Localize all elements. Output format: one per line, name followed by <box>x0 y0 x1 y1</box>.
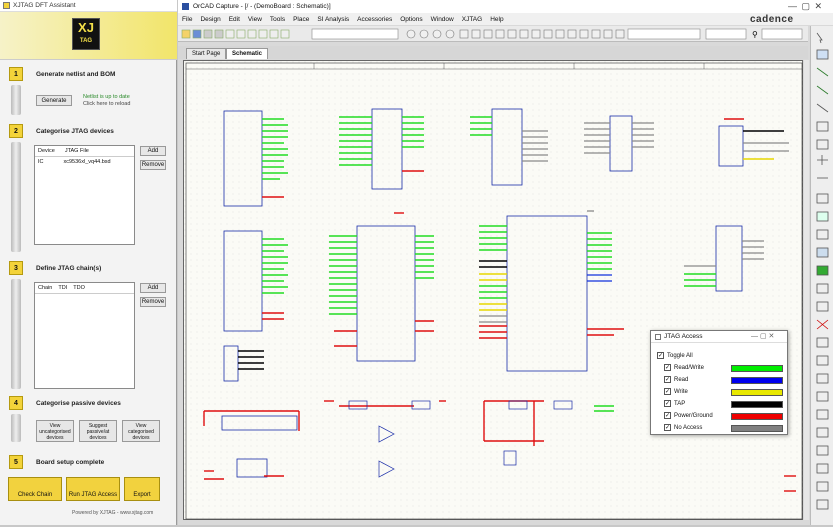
orcad-window-title: OrCAD Capture - [/ - (DemoBoard : Schema… <box>193 3 331 10</box>
ic-block-u1 <box>221 108 744 478</box>
menu-item-place[interactable]: Place <box>293 15 310 23</box>
menu-item-help[interactable]: Help <box>490 15 504 23</box>
check-icon: ✓ <box>664 364 671 371</box>
check-icon: ✓ <box>664 412 671 419</box>
xjtag-dft-assistant-panel: XJTAG DFT Assistant XJ TAG 1 Generate ne… <box>0 0 177 525</box>
jtag-devices-list[interactable]: Device JTAG File IC xc9536xl_vq44.bsd <box>34 145 135 245</box>
run-jtag-access-button[interactable]: Run JTAG Access <box>66 477 120 501</box>
check-icon: ✓ <box>664 424 671 431</box>
step2-title: Categorise JTAG devices <box>36 128 114 135</box>
tab-schematic[interactable]: Schematic <box>226 48 269 59</box>
step3-title: Define JTAG chain(s) <box>36 265 102 272</box>
menu-item-si-analysis[interactable]: SI Analysis <box>317 15 350 23</box>
step5-number: 5 <box>9 455 23 469</box>
orcad-app-icon <box>182 3 189 10</box>
cadence-logo: cadence <box>750 14 794 25</box>
access-row-read-write[interactable]: ✓Read/Write <box>664 364 704 371</box>
jtag-dialog-icon <box>655 333 661 340</box>
right-palette-toolbar <box>810 26 833 525</box>
jtag-dialog-title-bar: JTAG Access <box>651 331 787 343</box>
footer-text: Powered by XJTAG - www.xjtag.com <box>72 510 154 516</box>
remove-device-button[interactable]: Remove <box>140 160 166 170</box>
xjtag-window-title: XJTAG DFT Assistant <box>13 2 76 9</box>
device-column-header: Device <box>38 148 55 154</box>
check-icon: ✓ <box>664 388 671 395</box>
access-row-power-ground[interactable]: ✓Power/Ground <box>664 412 713 419</box>
no-access-swatch <box>731 425 783 432</box>
menu-item-window[interactable]: Window <box>430 15 454 23</box>
check-icon: ✓ <box>664 376 671 383</box>
xjtag-logo: XJ TAG <box>72 18 100 50</box>
check-icon: ✓ <box>664 400 671 407</box>
jtag-access-dialog: JTAG Access — ▢ ✕ ✓Toggle All ✓Read/Writ… <box>650 330 788 435</box>
read-write-swatch <box>731 365 783 372</box>
schematic-canvas[interactable] <box>183 60 804 521</box>
add-device-button[interactable]: Add <box>140 146 166 156</box>
vertical-scrollbar[interactable] <box>804 60 809 520</box>
chain-column-header: Chain <box>38 285 53 291</box>
app-icon <box>3 2 10 9</box>
power-ground-swatch <box>731 413 783 420</box>
menu-item-accessories[interactable]: Accessories <box>357 15 393 23</box>
step1-number: 1 <box>9 67 23 81</box>
xjtag-title-bar: XJTAG DFT Assistant <box>0 0 177 12</box>
write-swatch <box>731 389 783 396</box>
step4-number: 4 <box>9 396 23 410</box>
export-button[interactable]: Export <box>124 477 160 501</box>
jtag-file-column-header: JTAG File <box>64 148 89 154</box>
menu-item-edit[interactable]: Edit <box>228 15 240 23</box>
tdi-column-header: TDI <box>58 285 68 291</box>
tab-start-page[interactable]: Start Page <box>186 48 227 59</box>
menu-item-view[interactable]: View <box>247 15 262 23</box>
remove-chain-button[interactable]: Remove <box>140 297 166 307</box>
access-row-tap[interactable]: ✓TAP <box>664 400 686 407</box>
menu-item-options[interactable]: Options <box>400 15 423 23</box>
menu-bar: File Design Edit View Tools Place SI Ana… <box>178 13 833 25</box>
toggle-all-checkbox[interactable]: ✓Toggle All <box>657 352 693 359</box>
check-chain-button[interactable]: Check Chain <box>8 477 62 501</box>
access-row-write[interactable]: ✓Write <box>664 388 688 395</box>
step2-number: 2 <box>9 124 23 138</box>
step3-number: 3 <box>9 261 23 275</box>
tdo-column-header: TDO <box>73 285 85 291</box>
access-row-no-access[interactable]: ✓No Access <box>664 424 703 431</box>
view-uncategorised-button[interactable]: View uncategorised devices <box>36 420 74 442</box>
document-tabs: Start Page Schematic <box>178 46 808 59</box>
main-toolbar: ⚲ <box>178 26 808 42</box>
generate-button[interactable]: Generate <box>36 95 72 106</box>
step5-title: Board setup complete <box>36 459 105 466</box>
suggest-passive-button[interactable]: Suggest passive/at devices <box>79 420 117 442</box>
xjtag-banner: XJ TAG <box>0 12 177 60</box>
step4-title: Categorise passive devices <box>36 400 121 407</box>
window-controls-icon[interactable]: — ▢ ✕ <box>788 1 824 11</box>
orcad-window: OrCAD Capture - [/ - (DemoBoard : Schema… <box>178 0 833 525</box>
list-item[interactable]: IC xc9536xl_vq44.bsd <box>38 159 111 165</box>
netlist-status: Netlist is up to date <box>83 94 130 100</box>
read-swatch <box>731 377 783 384</box>
schematic-drawing <box>184 61 804 521</box>
step4-arrow-icon <box>11 414 21 442</box>
reload-link[interactable]: Click here to reload <box>83 101 131 107</box>
add-chain-button[interactable]: Add <box>140 283 166 293</box>
tap-swatch <box>731 401 783 408</box>
menu-item-design[interactable]: Design <box>200 15 221 23</box>
step1-arrow-icon <box>11 85 21 115</box>
access-row-read[interactable]: ✓Read <box>664 376 689 383</box>
toolbar-icons[interactable]: ⚲ <box>178 26 808 42</box>
step1-title: Generate netlist and BOM <box>36 71 116 78</box>
menu-item-tools[interactable]: Tools <box>269 15 286 23</box>
check-icon: ✓ <box>657 352 664 359</box>
svg-text:⚲: ⚲ <box>752 30 758 39</box>
menu-item-file[interactable]: File <box>182 15 193 23</box>
orcad-title-bar: OrCAD Capture - [/ - (DemoBoard : Schema… <box>178 0 833 13</box>
step2-arrow-icon <box>11 142 21 252</box>
jtag-chain-list[interactable]: Chain TDI TDO <box>34 282 135 389</box>
menu-item-xjtag[interactable]: XJTAG <box>461 15 483 23</box>
jtag-dialog-title: JTAG Access <box>664 333 703 340</box>
step3-arrow-icon <box>11 279 21 389</box>
view-categorised-button[interactable]: View categorised devices <box>122 420 160 442</box>
dialog-controls-icon[interactable]: — ▢ ✕ <box>751 333 775 340</box>
palette-icons[interactable] <box>811 26 833 525</box>
